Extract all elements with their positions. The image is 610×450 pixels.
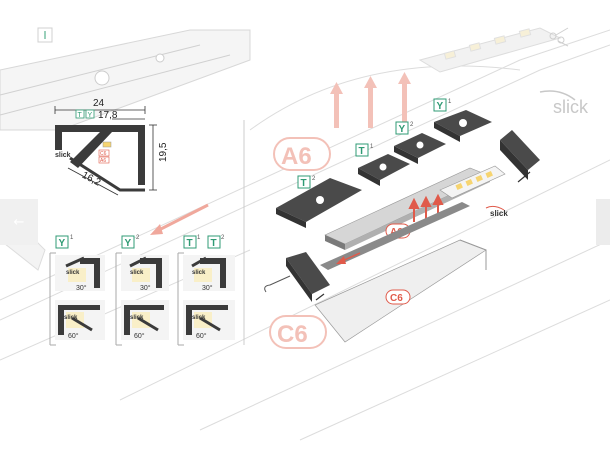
- svg-text:T: T: [78, 112, 83, 119]
- svg-text:Y: Y: [399, 124, 406, 135]
- c6-label: C6: [385, 289, 411, 305]
- led-strip: [439, 165, 506, 199]
- svg-text:Y: Y: [88, 112, 93, 119]
- svg-text:2: 2: [221, 235, 225, 241]
- svg-text:C6: C6: [100, 151, 107, 157]
- variant-grid: Y 1 Y 2 T 1 T 2 slick 30°: [49, 235, 235, 346]
- dimension-19-5: 19,5: [158, 142, 169, 162]
- clip-t1: T 1: [355, 143, 410, 186]
- end-cap-top-arrow: [517, 171, 531, 183]
- clip-y2: Y 2: [394, 121, 446, 164]
- variant-badge-y1: Y 1: [55, 235, 74, 249]
- svg-text:slick: slick: [192, 270, 206, 276]
- svg-text:A6: A6: [281, 143, 312, 170]
- svg-text:slick: slick: [130, 315, 144, 321]
- svg-text:1: 1: [370, 144, 374, 150]
- variant-cell-y1-60: slick 60°: [55, 300, 105, 340]
- svg-text:slick: slick: [64, 315, 78, 321]
- svg-text:60°: 60°: [196, 332, 207, 340]
- svg-text:T: T: [301, 178, 307, 189]
- svg-text:2: 2: [410, 122, 414, 128]
- svg-text:slick: slick: [192, 315, 206, 321]
- background-profile: [0, 29, 610, 441]
- svg-text:Y: Y: [59, 238, 66, 249]
- clip-y1: Y 1: [433, 98, 492, 142]
- variant-badge-y2: Y 2: [121, 235, 140, 249]
- pointer-arrow-faded: [154, 203, 209, 234]
- prev-slide-button[interactable]: ←: [0, 199, 38, 245]
- end-cap-top: [500, 130, 540, 180]
- variant-cell-t-60: slick 60°: [183, 300, 235, 340]
- next-slide-button[interactable]: [596, 199, 610, 245]
- dimension-16-2: 16,2: [80, 170, 103, 189]
- end-cap-bottom-arrow: [315, 293, 325, 301]
- c6-big-label: C6: [269, 315, 327, 349]
- svg-text:slick: slick: [66, 270, 80, 276]
- cover-strip-a6: [320, 202, 470, 270]
- svg-text:C6: C6: [390, 293, 403, 304]
- svg-text:1: 1: [448, 99, 452, 105]
- badge-t-small: T Y: [75, 109, 95, 119]
- c6-a6-mini-badges: C6 A6: [98, 149, 110, 164]
- svg-text:A6: A6: [100, 158, 106, 164]
- variant-cell-y1-30: slick 30°: [55, 255, 105, 292]
- arrow-left-icon: ←: [13, 214, 25, 230]
- variant-cell-t-30: slick 30°: [183, 255, 235, 292]
- dimension-24: 24: [93, 98, 105, 109]
- svg-text:Y: Y: [437, 101, 444, 112]
- end-cap-bottom: [286, 252, 330, 302]
- variant-badge-t1: T 1: [183, 235, 201, 249]
- svg-text:T: T: [211, 238, 217, 249]
- svg-text:1: 1: [70, 235, 74, 241]
- slick-logo-swoosh: [539, 90, 576, 101]
- clip-t2: T 2: [276, 175, 362, 228]
- svg-text:C6: C6: [277, 321, 308, 348]
- svg-text:30°: 30°: [140, 284, 151, 292]
- svg-text:30°: 30°: [202, 284, 213, 292]
- a6-big-label: A6: [273, 137, 331, 171]
- svg-text:60°: 60°: [134, 332, 145, 340]
- svg-text:1: 1: [197, 235, 201, 241]
- svg-text:slick: slick: [130, 270, 144, 276]
- slick-label-strip: slick: [490, 209, 508, 218]
- variant-cell-y2-30: slick 30°: [121, 255, 169, 292]
- faded-up-arrows: [330, 72, 411, 128]
- variant-cell-y2-60: slick 60°: [121, 300, 169, 340]
- scissors-icon: [549, 27, 569, 47]
- svg-text:60°: 60°: [68, 332, 79, 340]
- svg-text:T: T: [359, 146, 365, 157]
- profile-cross-section: [54, 106, 157, 196]
- profile-3d-view: [0, 27, 251, 131]
- background-led-strip: [418, 27, 562, 73]
- dimension-17-8: 17,8: [98, 110, 118, 121]
- svg-text:Y: Y: [125, 238, 132, 249]
- svg-text:2: 2: [136, 235, 140, 241]
- red-up-arrows: [408, 193, 444, 222]
- svg-text:2: 2: [312, 176, 316, 182]
- slick-logo-background: slick: [553, 97, 589, 117]
- svg-text:30°: 30°: [76, 284, 87, 292]
- wire: [264, 275, 291, 293]
- svg-text:T: T: [187, 238, 193, 249]
- slick-swoosh-strip: [485, 205, 505, 211]
- slick-label-section: slick: [55, 152, 71, 159]
- variant-badge-t2: T 2: [207, 235, 225, 249]
